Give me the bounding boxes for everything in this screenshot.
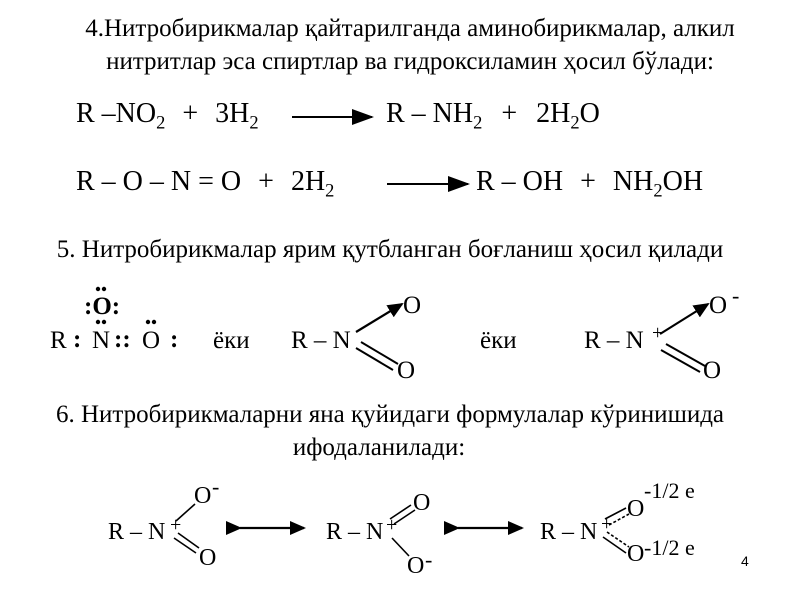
section4-line2: нитритлар эса спиртлар ва гидроксиламин … — [106, 48, 714, 75]
struct3-arrow-bond — [659, 302, 710, 335]
or-text-1: ёки — [213, 327, 250, 354]
equation-nitrite-reduction: R – O – N = O + 2H2 — [76, 166, 335, 201]
res1-o-top: O — [194, 483, 212, 509]
eq1-reactant: R –NO2 — [76, 98, 166, 133]
struct3-double-bond-a — [660, 349, 701, 373]
struct2-o-top: O — [403, 292, 422, 319]
struct2-o-bottom: O — [397, 357, 416, 384]
res1-minus: - — [212, 474, 220, 499]
struct3-double-bond-b — [665, 343, 706, 367]
section6-text: 6. Нитробирикмаларни яна қуйидаги формул… — [0, 398, 780, 464]
res2-o-top: O — [413, 490, 431, 516]
res1-double-bond-a — [173, 537, 197, 554]
res3-o-bottom: O — [627, 541, 645, 567]
section4-text: 4.Нитробирикмалар қайтарилганда аминобир… — [30, 12, 790, 78]
struct2-double-bond-a — [355, 347, 394, 371]
struct3-o-top: O — [709, 292, 728, 319]
res1-r-n: R – N — [108, 519, 166, 545]
struct2-r-n: R – N — [291, 327, 351, 354]
res1-single-bond — [175, 503, 196, 522]
section6-line2: ифодаланилади: — [292, 434, 466, 461]
section6-line1: 6. Нитробирикмаларни яна қуйидаги формул… — [55, 401, 725, 428]
equation2-products: R – OH + NH2OH — [476, 166, 704, 201]
struct2-arrow-bond — [355, 302, 404, 333]
equation-nitro-reduction: R –NO2 + 3H2 — [76, 98, 259, 133]
lewis-nitrogen: N — [92, 327, 111, 354]
res3-plus: + — [601, 513, 613, 535]
or-text-2: ёки — [480, 327, 517, 354]
lewis-colon-1: : — [73, 326, 82, 353]
eq1-water: 2H2O — [536, 98, 600, 133]
res3-o-top: O — [627, 496, 645, 522]
struct3-minus: - — [732, 283, 740, 308]
eq1-plus2: + — [501, 98, 518, 129]
res3-double-bond-bottom-dashed — [606, 531, 630, 548]
eq1-amine: R – NH2 — [386, 98, 483, 133]
res3-charge-bottom: -1/2 e — [644, 535, 695, 560]
res3-double-bond-top-solid — [604, 507, 627, 520]
res3-r-n: R – N — [540, 519, 598, 545]
res3-double-bond-top-dashed — [608, 513, 630, 526]
struct3-plus: + — [652, 322, 664, 344]
lewis-top-oxygen: :O: — [84, 293, 121, 320]
res1-double-bond-b — [177, 532, 200, 549]
res2-o-bottom: O — [407, 553, 425, 579]
lewis-r: R — [50, 327, 67, 354]
res2-double-bond-a — [389, 504, 412, 520]
equation1-products: R – NH2 + 2H2O — [386, 98, 600, 133]
lewis-colon-3: : — [170, 326, 179, 353]
section4-line1: 4.Нитробирикмалар қайтарилганда аминобир… — [85, 15, 735, 42]
eq2-plus2: + — [580, 166, 596, 197]
res2-single-bond — [391, 537, 410, 557]
eq1-plus: + — [182, 98, 199, 129]
eq2-plus: + — [258, 166, 274, 197]
res2-r-n: R – N — [326, 519, 384, 545]
res2-minus: - — [425, 547, 433, 572]
struct3-o-bottom: O — [703, 357, 722, 384]
eq2-hydrogen: 2H2 — [290, 166, 335, 201]
section5-title: 5. Нитробирикмалар ярим қутбланган боғла… — [56, 236, 724, 263]
res2-plus: + — [386, 514, 398, 536]
eq2-alcohol: R – OH — [476, 166, 564, 197]
lewis-oxygen: O — [142, 327, 161, 354]
res3-double-bond-bottom-solid — [602, 536, 627, 554]
eq2-hydroxylamine: NH2OH — [612, 166, 704, 201]
lewis-dots — [95, 286, 157, 325]
struct3-r-n: R – N — [584, 327, 644, 354]
res3-charge-top: -1/2 e — [644, 478, 695, 503]
lewis-colon-2: :: — [114, 326, 131, 353]
struct2-double-bond-b — [360, 341, 399, 365]
res1-o-bottom: O — [199, 545, 217, 571]
res2-double-bond-b — [393, 509, 416, 525]
eq1-hydrogen: 3H2 — [215, 98, 259, 133]
res1-plus: + — [170, 514, 182, 536]
eq2-reactant: R – O – N = O — [76, 166, 242, 197]
page-number: 4 — [741, 553, 749, 569]
